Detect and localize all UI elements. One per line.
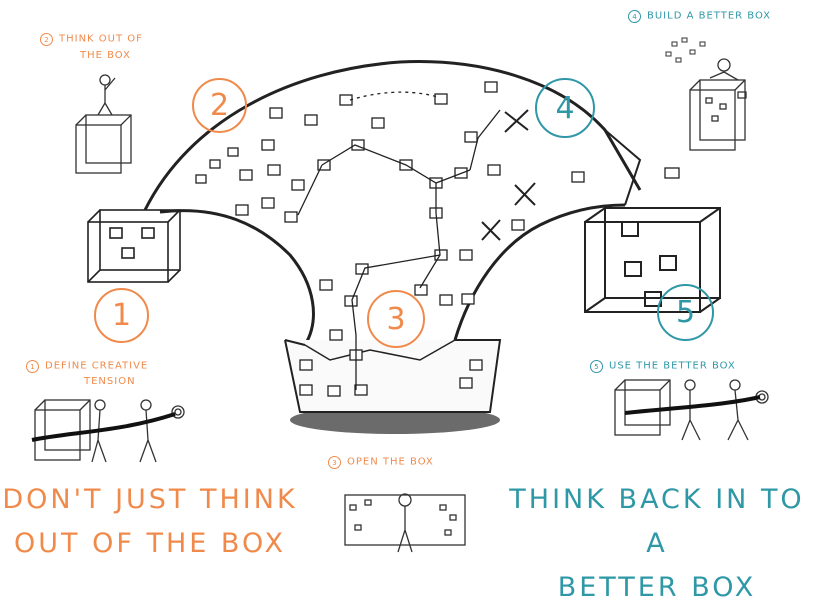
step-3-label-text: Open the Box [347,456,434,468]
step-1-label-line1: Define Creative [45,360,149,372]
step-5-mini-number: 5 [590,360,603,373]
diagram-canvas: 1 2 3 4 5 2 Think out of the Box 4 Build a… [0,10,802,603]
step-5-figure [614,379,769,441]
step-1-number-badge: 1 [94,288,149,343]
step-1-tension-band [31,412,176,442]
headline-left-line1: Don't Just Think [2,484,298,515]
step-4-number-badge: 4 [535,78,595,138]
step-2-label-line2: the Box [80,50,131,61]
step-1-label-line2: Tension [84,376,136,387]
step-5-number-badge: 5 [657,284,714,341]
headline-right-line1: Think Back in to A [509,484,805,559]
step-2-number-badge: 2 [192,78,247,133]
step-1-figure [34,399,185,463]
arch-illustration [31,37,769,553]
headline-left: Don't Just Think Out of The Box [0,478,300,566]
box-5-cube [584,207,721,313]
arch-right-cap [604,129,642,206]
step-4-mini-number: 4 [628,10,641,23]
step-5-label: 5 Use the Better Box [590,360,736,373]
step-4-figure [689,58,747,151]
step-3-figure [344,493,466,553]
step-2-figure [75,74,132,174]
step-2-label-line1: Think out of [59,33,143,45]
step-5-tension-band [624,395,761,415]
open-box-base [284,339,502,413]
step-2-label: 2 Think out of [40,33,143,46]
headline-left-line2: Out of The Box [14,528,286,559]
headline-right: Think Back in to A Better Box [495,478,819,610]
step-2-mini-number: 2 [40,33,53,46]
box-1-cube [87,209,181,283]
step-5-label-text: Use the Better Box [609,360,736,372]
idea-paths [297,91,501,390]
step-3-number-badge: 3 [367,290,425,348]
step-3-label: 3 Open the Box [328,456,434,469]
step-1-mini-number: 1 [26,360,39,373]
step-4-floating-notes [665,37,706,63]
step-1-label: 1 Define Creative [26,360,148,373]
rejected-notes [481,109,536,241]
step-4-label-text: Build a Better Box [647,10,772,22]
step-4-label: 4 Build a Better Box [628,10,771,23]
step-3-mini-number: 3 [328,456,341,469]
